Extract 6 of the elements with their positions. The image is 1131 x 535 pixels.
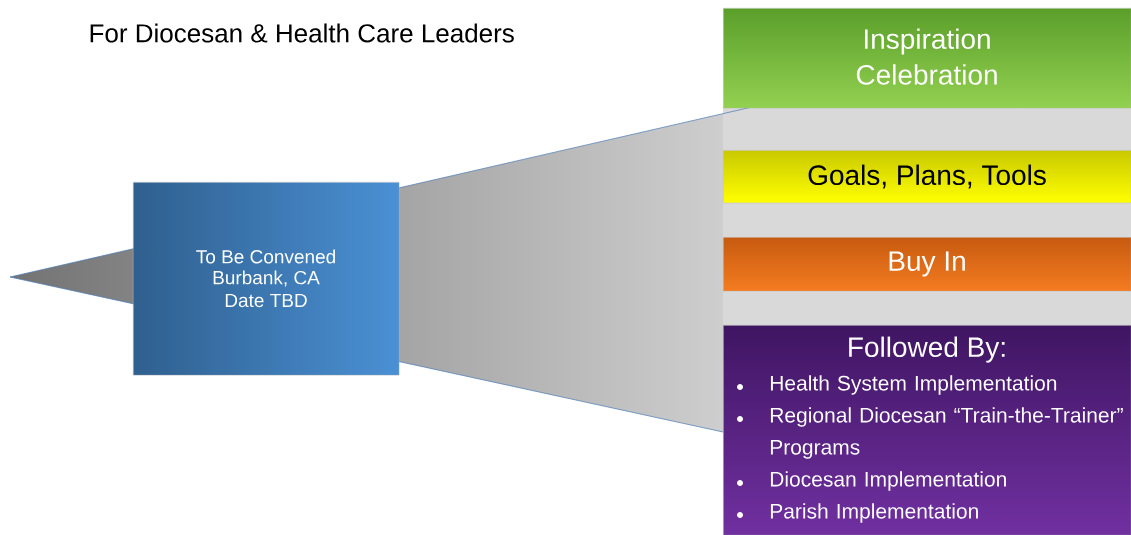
process-box: Buy In <box>723 237 1131 292</box>
process-box: Inspiration Celebration <box>723 8 1131 109</box>
process-box: To Be Convened Burbank, CA Date TBD <box>133 182 400 376</box>
title: For Diocesan & Health Care Leaders <box>90 23 514 43</box>
process-box: Followed By: Health System Implementation Regional Diocesan “Train-the-Trainer” Programs Diocesan Implementation Parish Implementation <box>723 325 1131 535</box>
process-box: Goals, Plans, Tools <box>723 150 1131 204</box>
